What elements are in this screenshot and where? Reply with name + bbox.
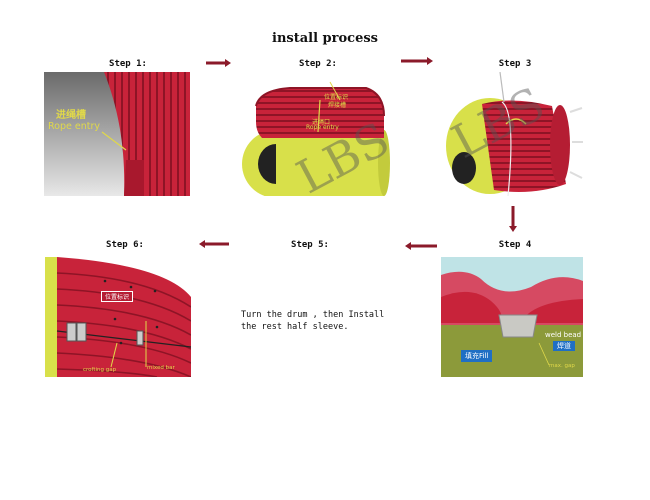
- step-5-instruction: Turn the drum , then Install the rest ha…: [241, 310, 385, 332]
- step-6-label: Step 6:: [106, 240, 144, 250]
- arrow-step1-to-step2: [206, 59, 231, 67]
- step-2-zh-top: 位置标识: [324, 94, 349, 101]
- step-1-en-label: Rope entry: [48, 121, 100, 132]
- page-title: install process: [272, 31, 378, 46]
- step-2-image: LBS 位置标识 焊接槽 进绳口 Rope entry: [242, 72, 392, 196]
- step-6-right-label: mixed bar: [147, 365, 175, 371]
- step-1-image: 进绳槽 Rope entry: [44, 72, 190, 196]
- step-5-label: Step 5:: [291, 240, 329, 250]
- step-6-left-label: crofting gap: [83, 367, 117, 373]
- step-6-image: 位置标识 crofting gap mixed bar: [45, 257, 191, 377]
- step-1-zh-label: 进绳槽: [56, 110, 86, 121]
- arrow-step4-to-step5: [405, 242, 437, 250]
- step-1-label: Step 1:: [109, 59, 147, 69]
- arrow-step2-to-step3: [401, 57, 433, 65]
- step-2-zh-top2: 焊接槽: [328, 102, 347, 109]
- step-2-zh-mid: 进绳口: [312, 119, 331, 126]
- step-4-weld-zh: 焊道: [553, 341, 575, 351]
- step-2-label: Step 2:: [299, 59, 337, 69]
- step-2-en-mid: Rope entry: [306, 124, 339, 131]
- step-4-weld-label: weld bead: [545, 331, 582, 339]
- step-4-image: weld bead 焊道 填充Fill max. gap: [441, 257, 583, 377]
- step-3-image: LBS: [442, 72, 583, 196]
- arrow-step5-to-step6: [199, 240, 229, 248]
- step-4-label: Step 4: [498, 240, 532, 250]
- step-4-gap-label: max. gap: [549, 363, 575, 369]
- arrow-step3-to-step4: [509, 206, 517, 232]
- step-6-tag: 位置标识: [101, 291, 134, 302]
- step-4-fill-button: 填充Fill: [461, 350, 493, 362]
- step-3-label: Step 3: [498, 59, 532, 69]
